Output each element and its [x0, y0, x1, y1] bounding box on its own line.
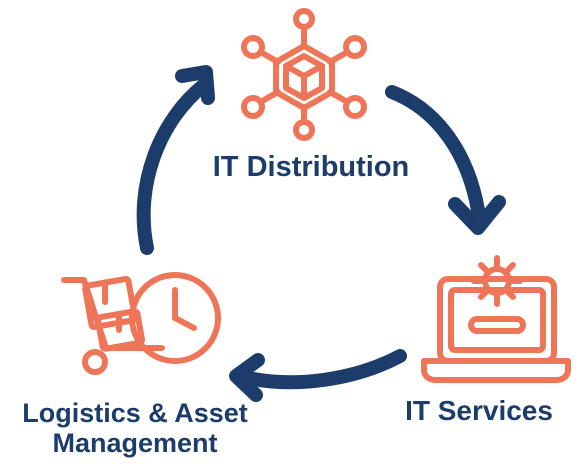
arrowhead-logistics-to-distribution	[175, 65, 215, 105]
arrowhead-services-to-logistics	[229, 353, 265, 402]
label-it-services: IT Services	[382, 395, 576, 426]
arrow-logistics-to-distribution	[136, 78, 211, 255]
label-logistics-line1: Logistics & Asset	[22, 398, 248, 428]
label-logistics-line2: Management	[52, 428, 218, 459]
label-it-distribution: IT Distribution	[158, 151, 464, 183]
label-it-services-text: IT Services	[405, 395, 553, 426]
network-cube-icon	[241, 8, 367, 141]
label-it-distribution-text: IT Distribution	[212, 151, 410, 183]
hand-truck-clock-icon	[61, 272, 221, 375]
arrowhead-distribution-to-services	[448, 195, 506, 235]
arrow-services-to-logistics	[241, 349, 407, 390]
laptop-gear-icon	[421, 255, 571, 383]
arrow-distribution-to-services	[385, 85, 485, 217]
label-logistics: Logistics & Asset Management	[0, 398, 270, 458]
